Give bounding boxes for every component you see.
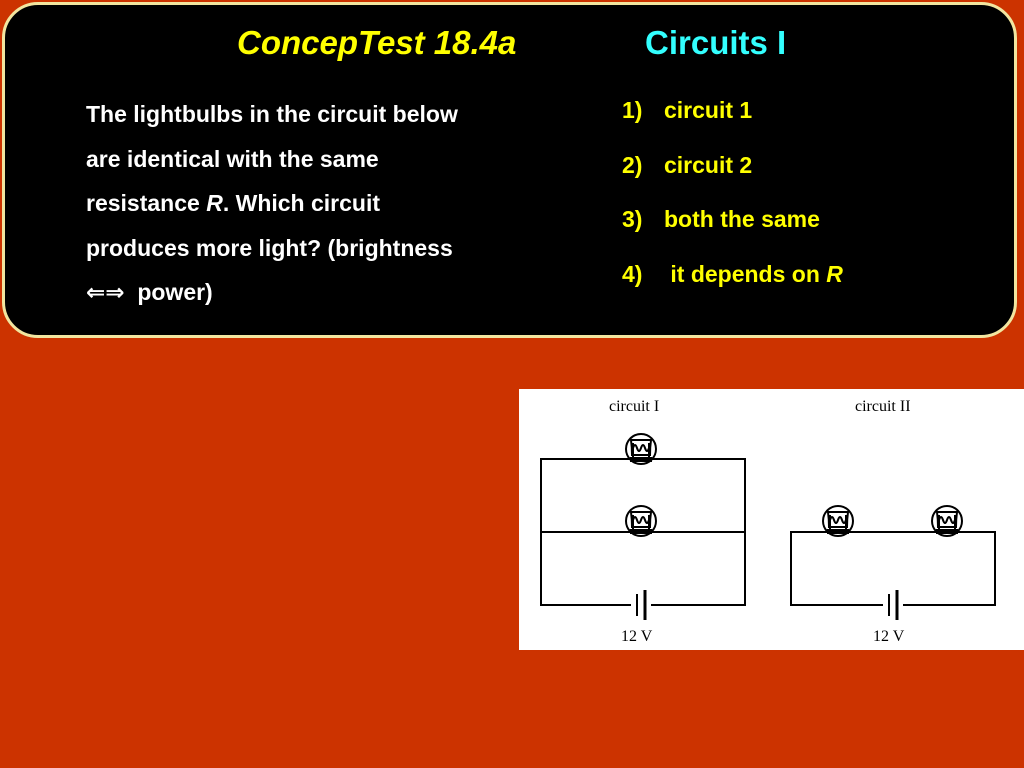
circuit-1-label: circuit I [609,398,659,415]
question-fragment: resistance [86,190,207,216]
slide-title: ConcepTest 18.4a Circuits I [0,24,1024,68]
lightbulb-icon [931,505,963,537]
circuit-figure: circuit I circuit II 12 V 12 V [519,389,1024,650]
circuit-1: 12 V [540,433,746,645]
double-arrow-icon: ⇐⇒ [86,279,125,305]
question-line: ⇐⇒ power) [86,270,566,315]
question-line: The lightbulbs in the circuit below [86,101,458,127]
battery-gap [631,589,651,621]
title-topic: Circuits I [645,24,787,61]
question-text: The lightbulbs in the circuit below are … [86,92,566,315]
option-number: 4) [622,260,643,287]
question-line: are identical with the same [86,145,379,172]
answer-option-2[interactable]: 2) circuit 2 [622,152,1002,207]
answer-option-1[interactable]: 1) circuit 1 [622,97,1002,152]
resistance-variable: R [826,260,843,287]
option-number: 1) [622,97,643,123]
circuit-2-voltage: 12 V [873,628,905,645]
circuit-diagram: circuit I circuit II 12 V 12 V [540,398,996,645]
question-panel [2,2,1017,338]
circuit-1-voltage: 12 V [621,628,653,645]
circuit-2-label: circuit II [855,398,911,415]
lightbulb-icon [625,505,657,537]
circuit-2: 12 V [790,505,996,645]
title-concept-test: ConcepTest 18.4a [237,24,517,61]
answer-option-4[interactable]: 4) it depends on R [622,261,1002,316]
option-number: 3) [622,206,643,232]
option-text: it depends on [664,260,827,287]
option-text: both the same [664,206,820,232]
resistance-variable: R [206,190,223,216]
answer-option-3[interactable]: 3) both the same [622,206,1002,261]
battery-gap [883,589,903,621]
option-number: 2) [622,151,643,178]
answer-options: 1)circuit 1 2)circuit 2 3)both the same … [622,97,1002,315]
lightbulb-icon [822,505,854,537]
question-fragment: . Which circuit [222,190,381,216]
question-line: produces more light? (brightness [86,234,453,261]
option-text: circuit 2 [664,151,753,178]
question-line: resistance R. Which circuit [86,181,566,226]
question-fragment: power) [137,279,213,305]
lightbulb-icon [625,433,657,465]
option-text: circuit 1 [664,97,753,123]
